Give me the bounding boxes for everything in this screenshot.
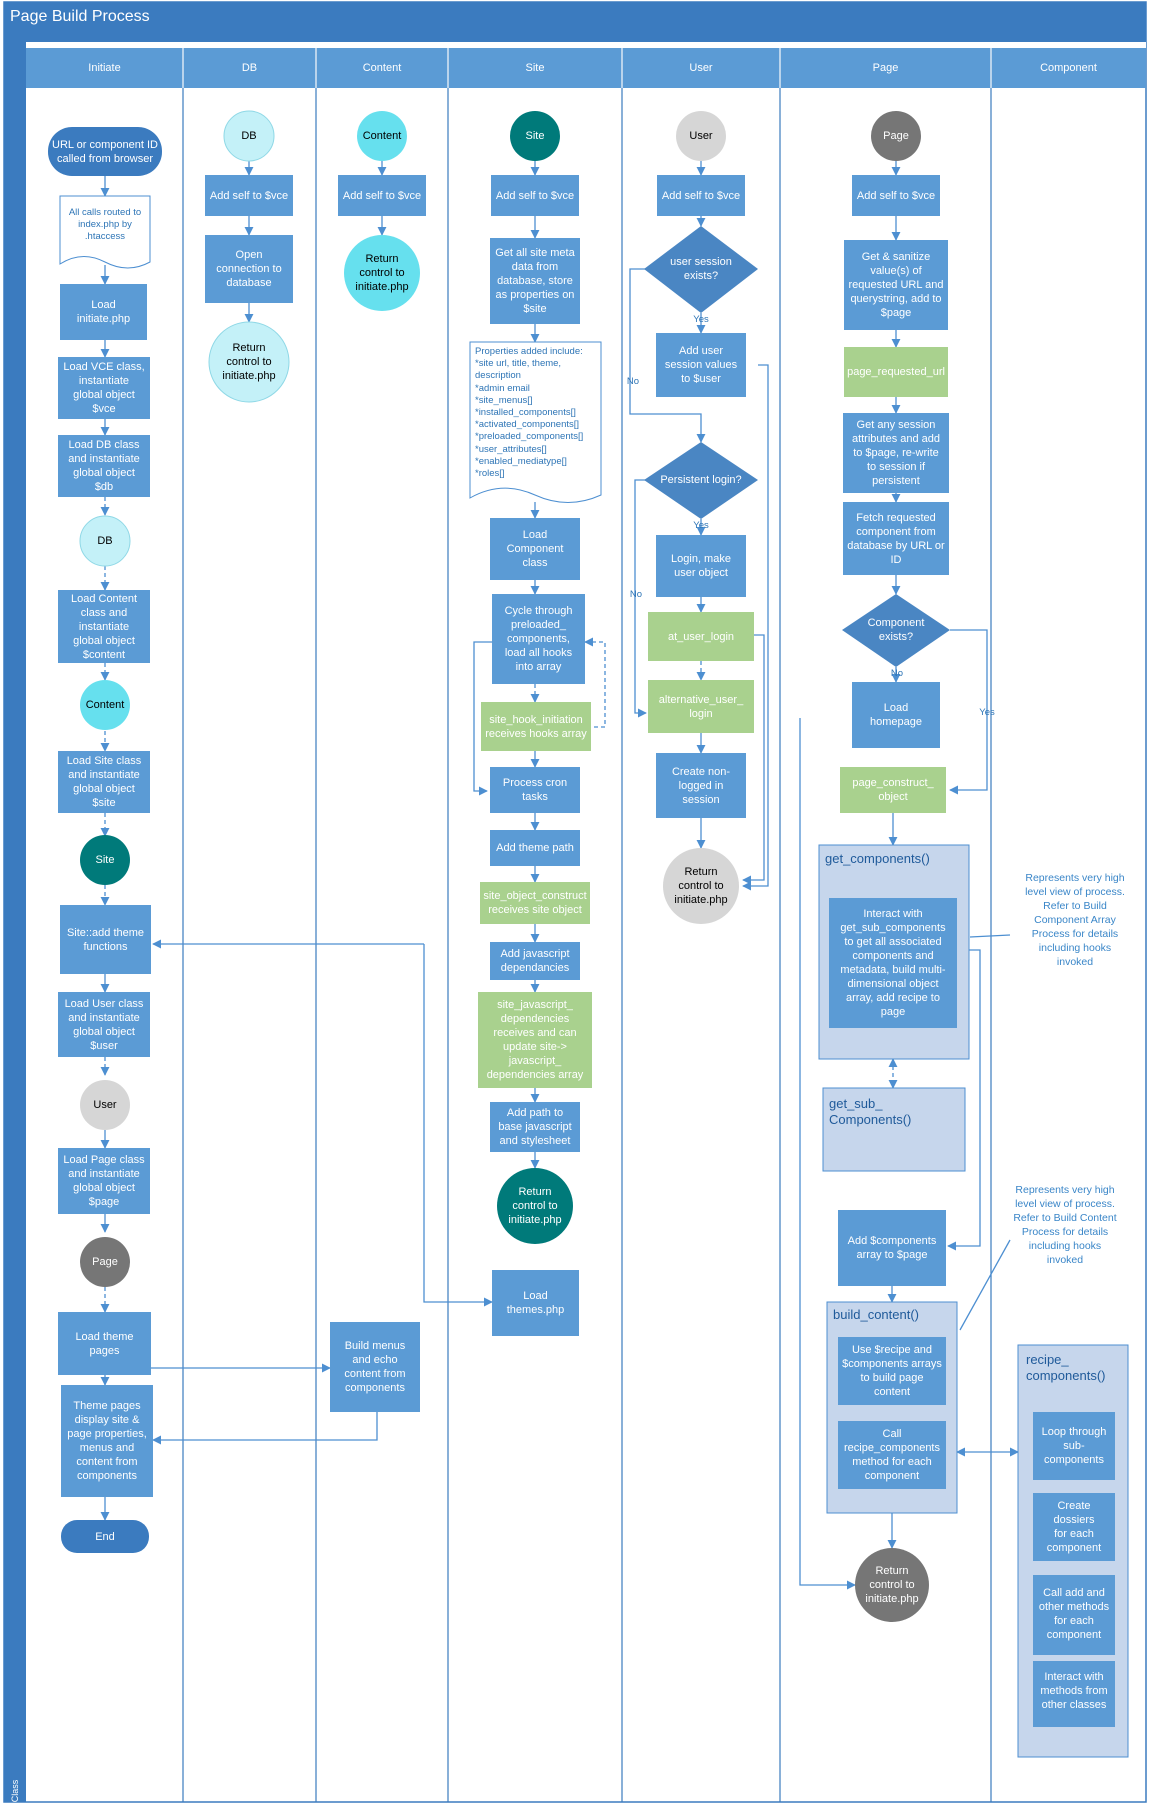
process-cron-box [490,767,580,813]
lane-separators [182,48,992,1802]
db-circle-initiate [79,515,131,567]
site-hook-initiation-box [481,702,591,751]
add-theme-functions-box [60,905,151,974]
site-object-construct-box [480,882,590,924]
use-recipe-box [838,1337,946,1405]
persistent-login-decision [644,442,758,519]
dossiers-box [1033,1493,1115,1561]
page-return-circle [855,1548,929,1622]
load-content-box [58,590,150,663]
routed-document [59,195,151,269]
call-add-box [1033,1575,1115,1657]
page-circle [871,111,921,161]
user-add-self-box [657,175,745,216]
load-user-box [58,992,150,1057]
page-requested-url-box [844,347,948,397]
call-recipe-box [838,1421,946,1489]
lane-header-band [26,48,1146,88]
construct-object-box [840,767,946,813]
create-session-box [656,753,746,818]
load-initiate-box [60,284,147,340]
site-properties-document [469,341,602,503]
session-attrs-box [843,413,949,493]
end-terminal [61,1520,149,1553]
connectors [100,159,1019,1590]
content-return-circle [344,235,420,311]
user-circle [676,111,726,161]
db-circle [223,110,275,162]
page-circle-initiate [80,1237,130,1287]
db-return-circle [208,321,290,403]
loop-box [1033,1412,1115,1480]
build-menus-box [330,1322,420,1412]
sanitize-box [844,240,948,330]
session-exists-decision [644,226,758,313]
cycle-box [492,594,585,684]
alternative-login-box [648,680,754,733]
load-site-box [58,751,150,813]
load-page-box [58,1148,150,1214]
site-js-hook-box [478,992,592,1088]
load-db-box [58,435,150,497]
load-theme-pages-box [58,1312,151,1375]
content-circle-initiate [80,680,130,730]
site-circle [510,111,560,161]
add-theme-path-box [490,830,580,866]
user-circle-initiate [80,1080,130,1130]
user-return-circle [663,848,739,924]
get-sub-components-box [822,1087,966,1172]
page-add-self-box [852,175,940,216]
load-vce-box [58,357,150,419]
theme-pages-display-box [61,1385,153,1497]
site-return-circle [497,1168,573,1244]
at-user-login-box [648,612,754,661]
site-add-self-box [491,175,579,216]
load-themes-box [492,1270,579,1336]
fetch-box [843,502,949,575]
title-bar [4,2,1146,42]
db-add-self-box [205,175,293,216]
add-js-box [490,942,580,980]
load-homepage-box [852,682,940,748]
component-exists-decision [842,594,950,667]
login-box [656,535,746,597]
page-title: Page Build Process [10,8,150,25]
shapes [48,110,1129,1758]
site-get-meta-box [490,238,580,324]
content-add-self-box [338,175,426,216]
side-band [4,42,26,1802]
add-path-box [490,1102,580,1152]
interact-box [829,898,957,1028]
content-circle [357,111,407,161]
site-circle-initiate [80,835,130,885]
add-components-box [838,1210,946,1286]
add-session-values-box [656,333,746,397]
load-component-box [490,518,580,580]
db-open-connection-box [205,235,293,303]
start-terminal [48,127,162,176]
